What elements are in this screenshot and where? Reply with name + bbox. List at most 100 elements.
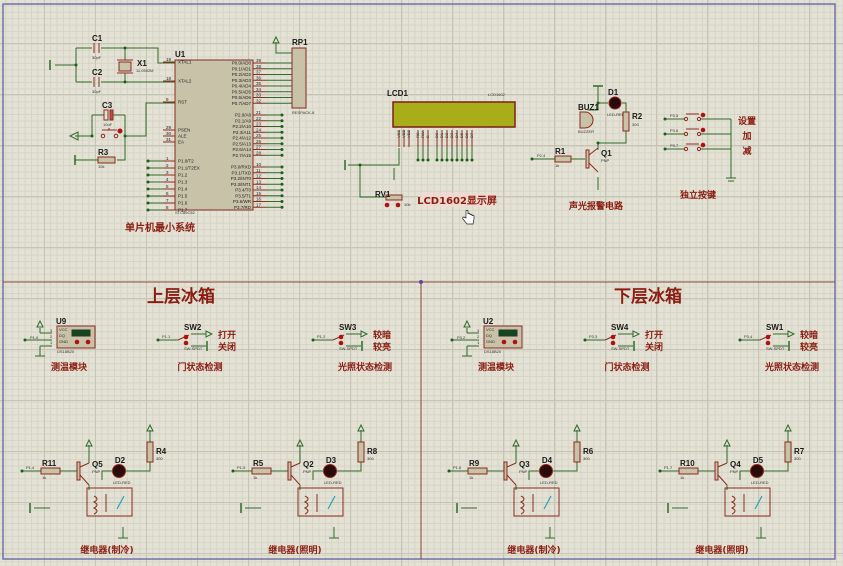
transistor-icon[interactable] [76, 461, 81, 481]
key-button-icon[interactable] [700, 112, 706, 118]
base-resistor-icon[interactable] [251, 467, 272, 475]
base-resistor-icon[interactable] [467, 467, 488, 475]
resistor-r3-icon[interactable] [97, 156, 116, 164]
switch-toggle-icon[interactable] [610, 334, 616, 340]
key-contact [696, 131, 702, 137]
junction-dot [146, 194, 150, 198]
base-resistor-icon[interactable] [678, 467, 699, 475]
relay-body[interactable] [513, 487, 560, 517]
mcu-pin-number: 38 [256, 64, 262, 69]
key-button-icon[interactable] [700, 142, 706, 148]
key-button-icon[interactable] [700, 127, 706, 133]
mcu-pin-name: P0.3/AD3 [232, 78, 252, 83]
led-d1-icon[interactable] [608, 96, 622, 110]
mcu-pin-name: P1.6 [178, 201, 188, 206]
mcu-u1[interactable] [174, 59, 254, 211]
vcc-terminal-icon [85, 438, 93, 447]
switch-toggle-icon[interactable] [765, 340, 771, 346]
sensor-pin-name: DQ [486, 333, 492, 338]
junction-dot [280, 125, 284, 128]
capacitor-c2-icon[interactable] [93, 77, 100, 87]
mcu-pin-name: P0.2/AD2 [232, 72, 252, 77]
relay-body[interactable] [86, 487, 133, 517]
base-resistor-ref: R10 [680, 459, 695, 468]
switch-toggle-icon[interactable] [183, 334, 189, 340]
switch-toggle-icon[interactable] [338, 340, 344, 346]
reset-button-icon[interactable] [100, 128, 123, 139]
alarm-section: D1 LED-RED BUZ1 BUZZER R2 300 P2.4 R1 1k… [530, 85, 643, 212]
relay-net: P1.7 [664, 465, 673, 470]
mcu-section-title: 单片机最小系统 [125, 221, 195, 234]
led-part: LED-RED [113, 480, 131, 485]
junction-dot [146, 187, 150, 191]
vcc-terminal-icon [272, 35, 280, 44]
temp-down-button-icon[interactable] [501, 339, 507, 345]
mcu-pin-number: 35 [256, 81, 262, 86]
capacitor-c1-icon[interactable] [93, 43, 100, 53]
switch-title: 光照状态检测 [764, 361, 819, 373]
respack-rp1[interactable] [291, 47, 307, 109]
lcd-pin-name: D3 [449, 132, 454, 138]
junction-dot [280, 148, 284, 151]
temp-up-button-icon[interactable] [512, 339, 518, 345]
transistor-icon[interactable] [503, 461, 508, 481]
base-resistor-value: 1k [680, 475, 684, 480]
led-icon[interactable] [750, 464, 764, 478]
junction-dot [658, 469, 662, 473]
sensor-part: DS18B20 [484, 349, 502, 354]
led-resistor-icon[interactable] [784, 441, 792, 463]
relay-net: P1.4 [26, 465, 35, 470]
temp-up-button-icon[interactable] [85, 339, 91, 345]
potentiometer-rv1-icon[interactable] [384, 194, 403, 208]
led-resistor-icon[interactable] [357, 441, 365, 463]
transistor-q1-icon[interactable] [585, 147, 599, 173]
led-icon[interactable] [323, 464, 337, 478]
switch-toggle-icon[interactable] [183, 340, 189, 346]
r1-value: 1k [555, 163, 559, 168]
sensor-net: P1.0 [30, 335, 39, 340]
mcu-pin-number: 8 [166, 205, 169, 210]
relay-contact-icon [327, 495, 336, 510]
led-icon[interactable] [539, 464, 553, 478]
relay-body[interactable] [724, 487, 771, 517]
temp-down-button-icon[interactable] [74, 339, 80, 345]
key-contact [683, 116, 689, 122]
switch-toggle-icon[interactable] [765, 334, 771, 340]
capacitor-c3-icon[interactable] [103, 109, 114, 121]
relay-body[interactable] [297, 487, 344, 517]
mcu-pin-number: 22 [256, 116, 262, 121]
switch-option-b: 关闭 [645, 341, 663, 353]
relay-coil-icon [730, 495, 736, 515]
mcu-pin-number: 33 [256, 93, 262, 98]
rp1-ref: RP1 [292, 38, 308, 47]
lcd-screen[interactable] [392, 101, 516, 128]
crystal-x1-icon[interactable] [117, 59, 133, 74]
transistor-icon[interactable] [287, 461, 292, 481]
led-part: LED-RED [751, 480, 769, 485]
led-resistor-icon[interactable] [573, 441, 581, 463]
lcd-pin-name: D4 [454, 132, 459, 138]
switch-toggle-icon[interactable] [610, 340, 616, 346]
transistor-icon[interactable] [714, 461, 719, 481]
q1-part: PNP [601, 158, 610, 163]
sensor-ref: U2 [483, 317, 494, 326]
junction-dot [416, 158, 420, 162]
mcu-pin-name: P3.3/INT1 [231, 182, 252, 187]
mcu-pin-number: 2 [166, 163, 169, 168]
mcu-pin-name: P3.4/T0 [235, 188, 251, 193]
led-resistor-icon[interactable] [146, 441, 154, 463]
resistor-r1-icon[interactable] [554, 155, 572, 163]
mcu-pin-name: P3.7/RD [234, 205, 252, 210]
mcu-pin-name: P2.4/A12 [232, 136, 251, 141]
resistor-r2-icon[interactable] [622, 111, 630, 132]
buzzer-buz1-icon[interactable] [579, 111, 594, 129]
switch-wire [158, 333, 206, 347]
switch-toggle-icon[interactable] [338, 334, 344, 340]
c1-ref: C1 [92, 34, 103, 43]
led-icon[interactable] [112, 464, 126, 478]
led-resistor-value: 300 [794, 456, 801, 461]
vcc-terminal-icon [36, 319, 44, 328]
vcc-terminal-icon [357, 423, 365, 432]
keys-section-title: 独立按键 [679, 189, 717, 201]
base-resistor-icon[interactable] [40, 467, 61, 475]
